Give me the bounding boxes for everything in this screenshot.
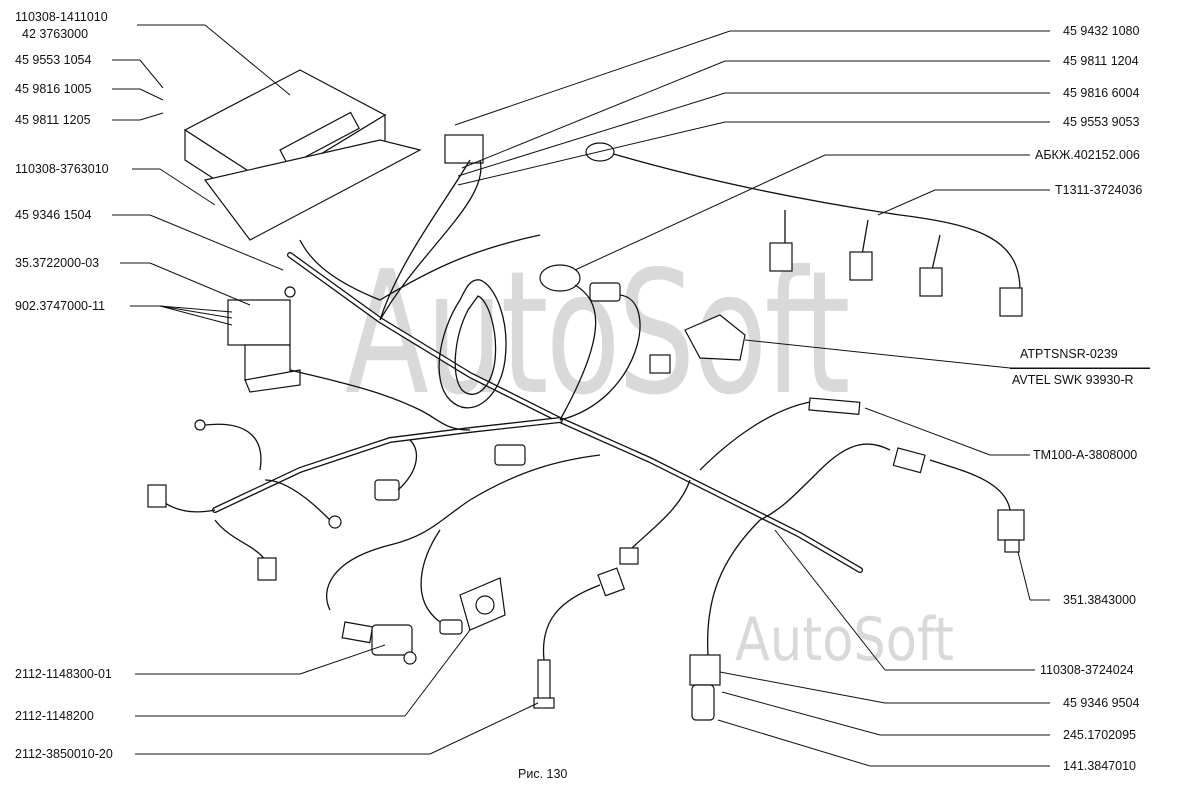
- label-left-10: 2112-1148200: [15, 709, 94, 723]
- label-right-9: 351.3843000: [1063, 593, 1136, 607]
- label-left-1: 42 3763000: [22, 27, 89, 41]
- label-left-0: 110308-1411010: [15, 10, 108, 24]
- relay-block: [227, 299, 301, 393]
- crankshaft-sensor: [689, 519, 761, 721]
- label-left-5: 110308-3763010: [15, 162, 109, 176]
- label-left-7: 35.3722000-03: [15, 256, 100, 270]
- label-divider: [1010, 368, 1150, 369]
- connector-mid: [649, 354, 671, 374]
- label-left-6: 45 9346 1504: [15, 208, 92, 222]
- label-right-11: 45 9346 9504: [1063, 696, 1140, 710]
- label-left-3: 45 9816 1005: [15, 82, 92, 96]
- label-right-7: AVTEL SWK 93930-R: [1012, 373, 1134, 387]
- oxygen-sensor: [533, 567, 626, 709]
- speed-sensor: [759, 443, 1025, 553]
- label-right-6: ATPTSNSR-0239: [1020, 347, 1118, 361]
- label-right-13: 141.3847010: [1063, 759, 1136, 773]
- label-left-8: 902.3747000-11: [15, 299, 106, 313]
- label-right-3: 45 9553 9053: [1063, 115, 1140, 129]
- label-right-5: Т1311-3724036: [1055, 183, 1143, 197]
- label-left-2: 45 9553 1054: [15, 53, 92, 67]
- label-right-12: 245.1702095: [1063, 728, 1136, 742]
- pressure-sensor: [559, 282, 746, 421]
- belt-loop: [438, 279, 507, 409]
- label-right-8: ТМ100-А-3808000: [1033, 448, 1138, 462]
- ecu-unit: [183, 69, 422, 241]
- label-right-10: 110308-3724024: [1040, 663, 1134, 677]
- throttle-sensor: [439, 577, 506, 635]
- watermark-small: AutoSoft: [735, 605, 955, 675]
- label-left-9: 2112-1148300-01: [15, 667, 112, 681]
- coolant-temp-sensor: [699, 397, 861, 471]
- label-right-1: 45 9811 1204: [1063, 54, 1139, 68]
- injector-harness: [585, 142, 1023, 317]
- left-wires: [147, 234, 691, 623]
- label-right-4: АБКЖ.402152.006: [1035, 148, 1140, 162]
- label-left-4: 45 9811 1205: [15, 113, 91, 127]
- idle-valve: [341, 621, 417, 665]
- label-right-0: 45 9432 1080: [1063, 24, 1140, 38]
- label-right-2: 45 9816 6004: [1063, 86, 1140, 100]
- label-left-11: 2112-3850010-20: [15, 747, 113, 761]
- small-relay: [379, 134, 484, 321]
- harness-trunk: [212, 252, 863, 573]
- figure-caption: Рис. 130: [518, 767, 568, 781]
- knock-sensor: [539, 264, 597, 421]
- watermark-main: AutoSoft: [345, 235, 851, 433]
